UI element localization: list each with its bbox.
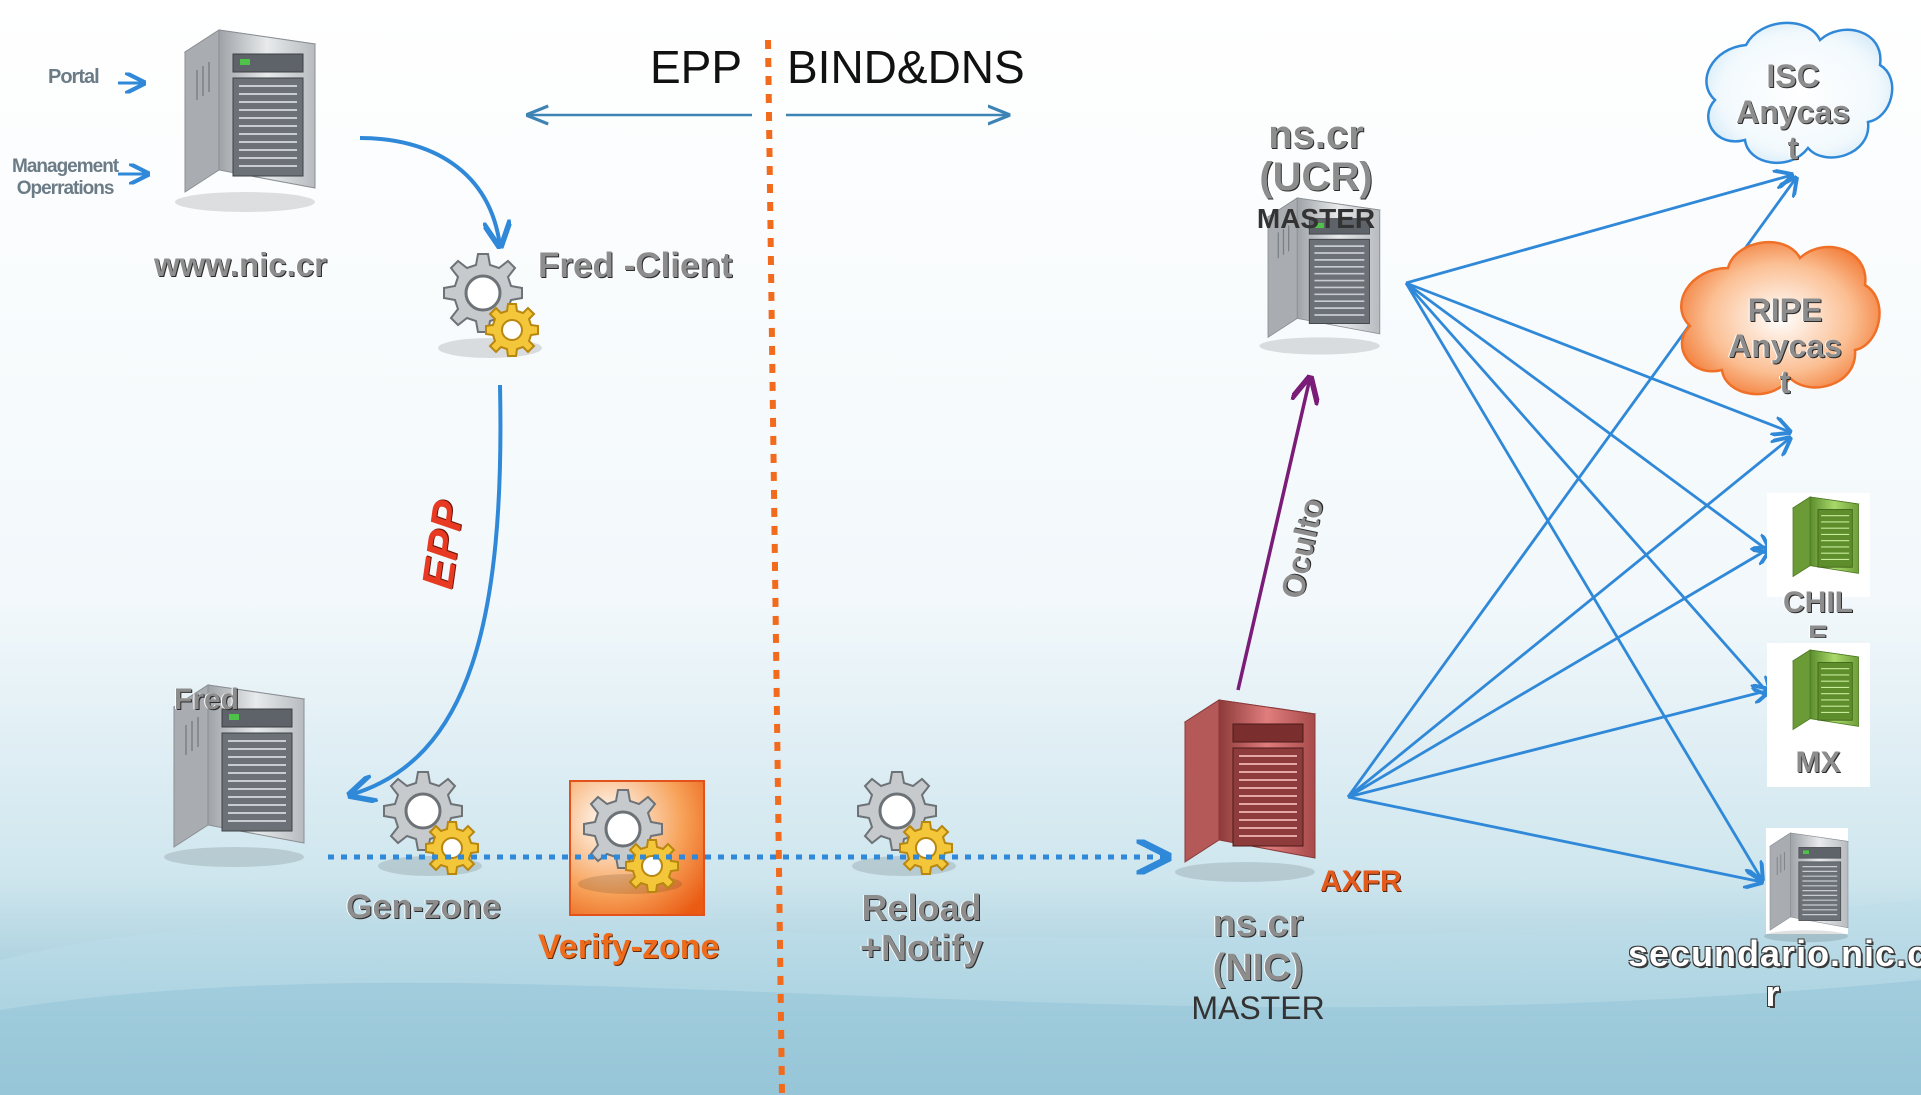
- ripe-label-line3: t: [1779, 364, 1791, 400]
- oculto-replication-arrow: [1236, 378, 1310, 691]
- ucr-master-label: ns.cr (UCR) MASTER: [1246, 114, 1386, 240]
- isc-anycast-cloud: [1705, 21, 1894, 165]
- ucr-label-line3: MASTER: [1256, 203, 1376, 234]
- management-label-line1: Management: [12, 156, 119, 177]
- ripe-label-line1: RIPE: [1747, 292, 1823, 328]
- ucr-label-line1: ns.cr: [1268, 113, 1364, 157]
- fred-label: Fred: [174, 683, 240, 716]
- secundario-label: secundario.nic.c r: [1628, 933, 1921, 1014]
- header-bind-dns-label: BIND&DNS: [787, 41, 1025, 93]
- portal-label: Portal: [48, 66, 100, 88]
- reload-notify-label: Reload +Notify: [860, 888, 983, 968]
- ucr-to-ripe-link: [1405, 281, 1790, 432]
- mx-server-icon: [1792, 649, 1860, 731]
- chile-label-line1: CHIL: [1783, 586, 1853, 619]
- nic-to-mx-link: [1347, 690, 1770, 799]
- ripe-anycast-cloud: [1680, 241, 1881, 396]
- axfr-label: AXFR: [1320, 865, 1402, 898]
- fred-client-label: Fred -Client: [538, 246, 733, 285]
- secundario-label-line2: r: [1765, 973, 1781, 1014]
- isc-anycast-label: ISC Anycas t: [1728, 58, 1858, 166]
- reload-label-line1: Reload: [861, 887, 982, 928]
- isc-label-line1: ISC: [1766, 58, 1820, 94]
- www-label: www.nic.cr: [154, 246, 327, 283]
- isc-label-line3: t: [1787, 130, 1799, 166]
- ucr-to-chile-link: [1405, 281, 1770, 552]
- ucr-to-isc-link: [1405, 175, 1792, 285]
- chile-server-icon: [1792, 496, 1860, 578]
- epp-dns-divider: [765, 39, 785, 1095]
- ucr-to-secundario-link: [1404, 282, 1762, 880]
- fredclient-to-fred-arrow: [350, 384, 503, 795]
- ripe-anycast-label: RIPE Anycas t: [1720, 292, 1850, 400]
- nic-to-ripe-link: [1347, 438, 1790, 799]
- ripe-label-line2: Anycas: [1728, 328, 1842, 364]
- management-label: Management Operrations: [12, 156, 119, 200]
- nic-master-label: ns.cr (NIC): [1188, 902, 1328, 990]
- nic-to-secundario-link: [1347, 795, 1762, 882]
- nic-label-line1: ns.cr: [1212, 903, 1304, 945]
- ucr-to-mx-link: [1404, 282, 1770, 695]
- verify-zone-label: Verify-zone: [538, 928, 720, 966]
- chile-label-line2: E: [1807, 620, 1828, 638]
- isc-label-line2: Anycas: [1736, 94, 1850, 130]
- secundario-label-line1: secundario.nic.c: [1628, 933, 1921, 974]
- management-label-line2: Operrations: [16, 178, 115, 199]
- mx-label: MX: [1795, 746, 1841, 779]
- nic-to-chile-link: [1347, 548, 1770, 799]
- nic-label-line2: (NIC): [1212, 947, 1304, 989]
- ucr-label-line2: (UCR): [1259, 155, 1373, 199]
- chile-label: CHIL E: [1768, 586, 1868, 638]
- nic-label-line3: MASTER: [1191, 990, 1325, 1026]
- www-to-fredclient-arrow: [359, 136, 500, 246]
- reload-label-line2: +Notify: [860, 927, 984, 968]
- gen-zone-label: Gen-zone: [346, 888, 501, 926]
- header-epp-label: EPP: [650, 41, 743, 93]
